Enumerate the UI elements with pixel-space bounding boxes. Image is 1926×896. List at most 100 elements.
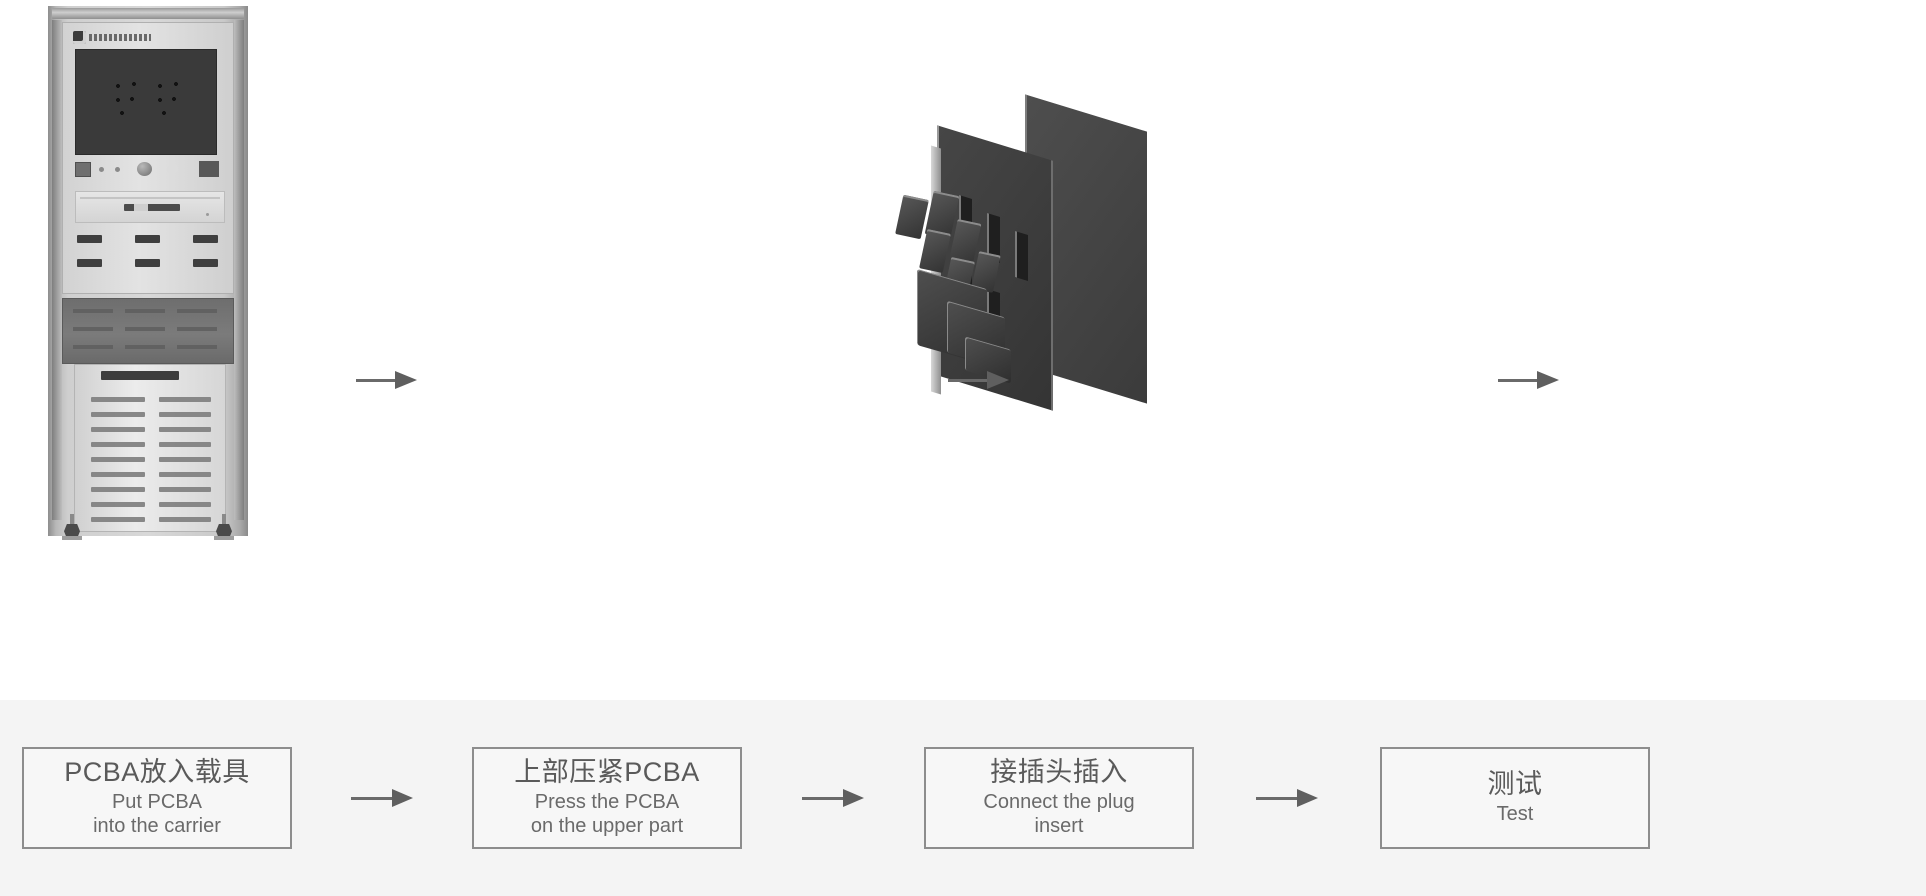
card-slot	[159, 487, 211, 492]
step-1-label-en-line1: Put PCBA	[111, 791, 203, 814]
photo-test-rack-cabinet	[0, 0, 300, 570]
card-slot	[159, 412, 211, 417]
step-1-label-cn: PCBA放入载具	[64, 756, 250, 787]
right-arrow-icon	[1537, 371, 1559, 389]
photo-connector-plug-insertion	[1040, 0, 1480, 570]
card-slot	[159, 457, 211, 462]
module-line	[177, 345, 217, 349]
caster-foot	[62, 536, 82, 540]
connector-port	[193, 235, 218, 243]
control-power-knob	[137, 162, 152, 176]
right-arrow-icon	[843, 789, 864, 807]
step-3-label-en-line1: Connect the plug	[983, 791, 1135, 814]
card-slot	[91, 502, 145, 507]
card-slot	[91, 412, 145, 417]
control-indicator	[167, 164, 178, 174]
module-line	[73, 345, 113, 349]
screen-dot-pattern	[112, 82, 184, 118]
process-step-4[interactable]: 测试 Test	[1380, 747, 1650, 849]
flow-arrow-bottom-1	[351, 789, 413, 807]
clamp-finger	[895, 194, 929, 240]
flow-arrow-top-2	[948, 371, 1009, 389]
brand-logo-icon	[73, 30, 151, 44]
control-led-1	[99, 167, 104, 172]
step-2-label-cn: 上部压紧PCBA	[514, 756, 700, 787]
rack-upper-panel	[62, 22, 234, 294]
process-step-row: PCBA放入载具 Put PCBA into the carrier 上部压紧P…	[0, 700, 1926, 896]
caster-post	[70, 514, 74, 528]
card-slot	[91, 442, 145, 447]
arrow-shaft	[1498, 378, 1538, 382]
slot-tab	[124, 204, 180, 211]
rack-media-slot	[75, 191, 225, 223]
process-step-3[interactable]: 接插头插入 Connect the plug insert	[924, 747, 1194, 849]
rack-dark-module	[62, 298, 234, 364]
card-slot	[159, 397, 211, 402]
rack-left-rail	[52, 20, 62, 520]
card-slot	[91, 427, 145, 432]
module-line	[125, 309, 165, 313]
process-step-band: PCBA放入载具 Put PCBA into the carrier 上部压紧P…	[0, 700, 1926, 896]
card-slot	[159, 502, 211, 507]
rack-caster-right	[214, 514, 234, 540]
equipment-photo-row	[0, 0, 1926, 570]
rack-top-rail	[52, 8, 244, 19]
right-arrow-icon	[392, 789, 413, 807]
arrow-shaft	[802, 796, 844, 800]
rack-connector-rows	[75, 235, 225, 277]
logo-mark-icon	[73, 30, 86, 44]
slot-tab-highlight	[134, 204, 148, 211]
flow-arrow-top-1	[356, 371, 417, 389]
card-slot	[159, 442, 211, 447]
card-slot	[91, 457, 145, 462]
rack-caster-left	[62, 514, 82, 540]
control-square-button	[75, 162, 91, 177]
board-cutout	[1015, 231, 1028, 281]
arrow-shaft	[948, 378, 988, 382]
module-line	[177, 327, 217, 331]
step-4-label-cn: 测试	[1487, 768, 1543, 799]
flow-arrow-bottom-3-wrap	[1194, 789, 1380, 807]
module-line	[125, 345, 165, 349]
process-step-1[interactable]: PCBA放入载具 Put PCBA into the carrier	[22, 747, 292, 849]
clamp-finger	[919, 228, 951, 274]
logo-wordmark	[89, 33, 151, 41]
right-arrow-icon	[1297, 789, 1318, 807]
caster-post	[222, 514, 226, 528]
arrow-shaft	[351, 796, 393, 800]
step-3-label-cn: 接插头插入	[990, 756, 1128, 787]
caster-foot	[214, 536, 234, 540]
step-4-label-en-line1: Test	[1496, 803, 1534, 826]
module-line	[125, 327, 165, 331]
connector-port	[193, 259, 218, 267]
step-1-label-en-line2: into the carrier	[93, 815, 221, 838]
module-line	[73, 327, 113, 331]
step-2-label-en-line1: Press the PCBA	[534, 791, 680, 814]
right-arrow-icon	[987, 371, 1009, 389]
card-slot	[91, 517, 145, 522]
connector-port	[135, 259, 160, 267]
rack-display-screen	[75, 49, 217, 155]
flow-arrow-bottom-2-wrap	[742, 789, 924, 807]
right-arrow-icon	[395, 371, 417, 389]
rack-lower-drawer	[74, 364, 226, 532]
module-line	[177, 309, 217, 313]
card-slot	[91, 472, 145, 477]
card-slot	[159, 472, 211, 477]
arrow-shaft	[1256, 796, 1298, 800]
module-line	[73, 309, 113, 313]
rack-control-strip	[75, 160, 225, 178]
process-step-2[interactable]: 上部压紧PCBA Press the PCBA on the upper par…	[472, 747, 742, 849]
flow-arrow-bottom-1-wrap	[292, 789, 472, 807]
card-slot	[91, 397, 145, 402]
flow-arrow-bottom-3	[1256, 789, 1318, 807]
card-slot	[159, 517, 211, 522]
photo-test-fixture-box	[1590, 0, 1926, 570]
slot-indicator-dot	[206, 213, 209, 216]
arrow-shaft	[356, 378, 396, 382]
control-led-2	[115, 167, 120, 172]
rack-right-rail	[234, 20, 244, 520]
control-dark-block	[199, 161, 219, 177]
flow-arrow-top-3	[1498, 371, 1559, 389]
